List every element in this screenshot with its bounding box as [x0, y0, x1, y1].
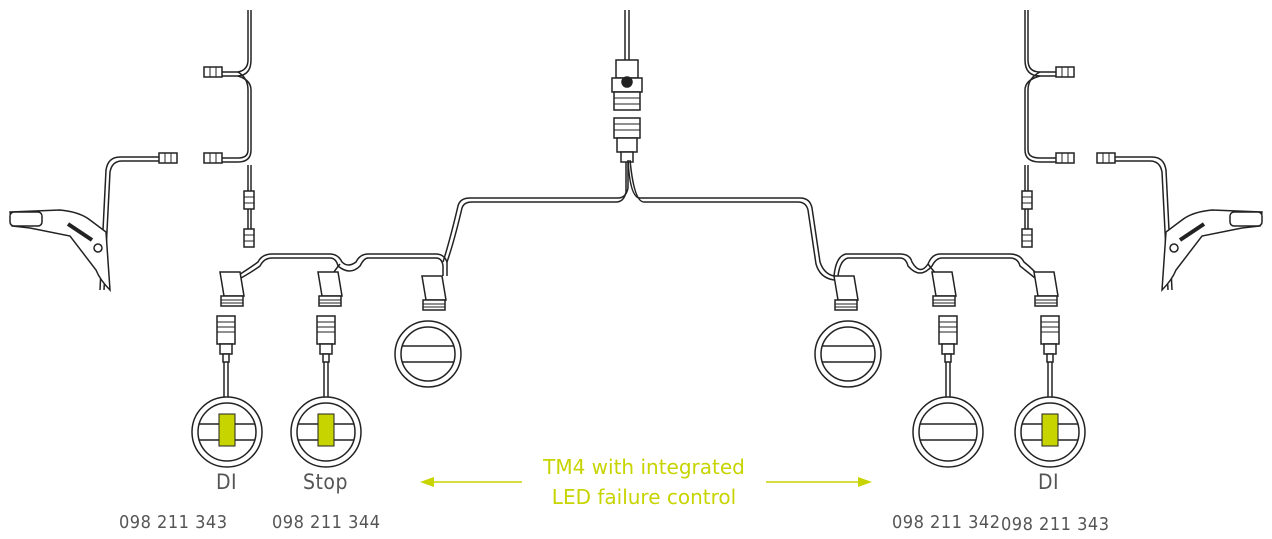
- right-tail-part-number: 098 211 342: [892, 512, 1001, 533]
- right-harness: [1025, 10, 1172, 290]
- left-side-marker-lamp: [10, 210, 110, 290]
- right-di-label: DI: [1038, 470, 1060, 494]
- right-arrow: [766, 477, 872, 487]
- right-drop-cables: [946, 362, 1052, 400]
- note-line-2: LED failure control: [551, 485, 737, 509]
- stop-lamp: [291, 397, 361, 467]
- left-arrow: [420, 477, 522, 487]
- left-drop-cables: [224, 362, 328, 400]
- stop-part-number: 098 211 344: [272, 512, 381, 533]
- right-side-marker-lamp: [1162, 210, 1262, 290]
- center-harness: [625, 10, 629, 60]
- right-di-part-number: 098 211 343: [1001, 514, 1110, 535]
- left-bus: [234, 160, 628, 282]
- left-tail-lamp: [395, 321, 461, 387]
- right-tail-lamp: [913, 397, 983, 467]
- right-di-lamp: [1015, 397, 1085, 467]
- note-line-1: TM4 with integrated: [543, 455, 745, 479]
- left-di-lamp: [192, 397, 262, 467]
- stop-label: Stop: [303, 470, 348, 494]
- led-failure-note: TM4 with integrated LED failure control: [514, 452, 774, 512]
- right-upper-lamp: [815, 321, 881, 387]
- right-bus: [628, 160, 1040, 282]
- left-di-part-number: 098 211 343: [119, 512, 228, 533]
- left-di-label: DI: [216, 470, 238, 494]
- center-connector: [612, 60, 642, 162]
- left-harness: [100, 10, 251, 290]
